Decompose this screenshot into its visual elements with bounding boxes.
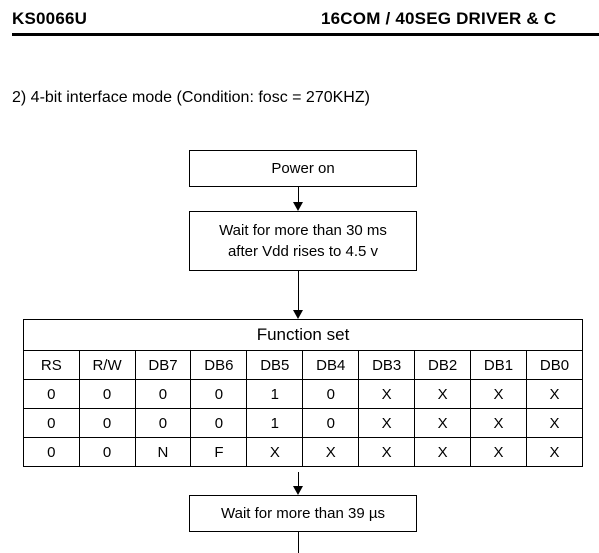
power-on-box: Power on (189, 150, 417, 187)
wait-30ms-box: Wait for more than 30 ms after Vdd rises… (189, 211, 417, 271)
arrow-down-icon (293, 310, 303, 319)
table-cell: X (414, 408, 472, 438)
power-on-label: Power on (271, 160, 335, 177)
arrow-down-icon (293, 202, 303, 211)
table-cell: X (470, 408, 527, 438)
column-header: R/W (78, 350, 136, 380)
column-header: DB1 (470, 350, 527, 380)
table-cell: 1 (246, 408, 304, 438)
column-header: DB3 (358, 350, 416, 380)
column-header: DB2 (414, 350, 472, 380)
table-cell: 0 (23, 408, 80, 438)
table-row: 0 0 0 0 1 0 X X X X (23, 408, 584, 438)
column-header: DB5 (246, 350, 304, 380)
table-row: 0 0 N F X X X X X X (23, 437, 584, 467)
table-cell: X (414, 379, 472, 409)
connector-line (298, 187, 299, 203)
function-set-title: Function set (23, 319, 583, 351)
wait-39us-box: Wait for more than 39 µs (189, 495, 417, 532)
table-cell: X (414, 437, 472, 467)
connector-line (298, 472, 299, 487)
table-cell: 0 (23, 437, 80, 467)
table-cell: N (134, 437, 192, 467)
table-cell: X (302, 437, 360, 467)
arrow-down-icon (293, 486, 303, 495)
function-set-table: Function set RS R/W DB7 DB6 DB5 DB4 DB3 … (23, 319, 584, 467)
table-cell: X (525, 437, 584, 467)
table-cell: 0 (190, 379, 248, 409)
column-header: DB4 (302, 350, 360, 380)
document-header-chip-name: KS0066U (12, 9, 88, 28)
table-cell: 0 (134, 379, 192, 409)
wait-30ms-line2: after Vdd rises to 4.5 v (227, 243, 379, 260)
table-cell: 1 (246, 379, 304, 409)
table-cell: 0 (302, 379, 360, 409)
table-cell: X (525, 379, 584, 409)
table-cell: 0 (302, 408, 360, 438)
table-cell: 0 (78, 437, 136, 467)
table-cell: 0 (23, 379, 80, 409)
function-set-title-row: Function set (23, 319, 583, 351)
table-cell: F (190, 437, 248, 467)
table-cell: 0 (78, 379, 136, 409)
document-header-title: 16COM / 40SEG DRIVER & C (321, 9, 557, 28)
table-cell: X (358, 379, 416, 409)
table-cell: X (246, 437, 304, 467)
column-header: DB6 (190, 350, 248, 380)
column-header: DB0 (525, 350, 584, 380)
table-cell: X (470, 379, 527, 409)
table-cell: X (358, 408, 416, 438)
header-rule (12, 33, 599, 36)
connector-line (298, 532, 299, 553)
connector-line (298, 271, 299, 311)
column-header: RS (23, 350, 80, 380)
table-cell: X (358, 437, 416, 467)
table-cell: X (525, 408, 584, 438)
table-cell: X (470, 437, 527, 467)
column-header-row: RS R/W DB7 DB6 DB5 DB4 DB3 DB2 DB1 DB0 (23, 350, 584, 380)
table-row: 0 0 0 0 1 0 X X X X (23, 379, 584, 409)
wait-39us-label: Wait for more than 39 µs (221, 505, 385, 522)
table-cell: 0 (134, 408, 192, 438)
table-cell: 0 (190, 408, 248, 438)
column-header: DB7 (134, 350, 192, 380)
table-cell: 0 (78, 408, 136, 438)
wait-30ms-line1: Wait for more than 30 ms (219, 222, 387, 239)
section-subtitle: 2) 4-bit interface mode (Condition: fosc… (12, 89, 370, 106)
